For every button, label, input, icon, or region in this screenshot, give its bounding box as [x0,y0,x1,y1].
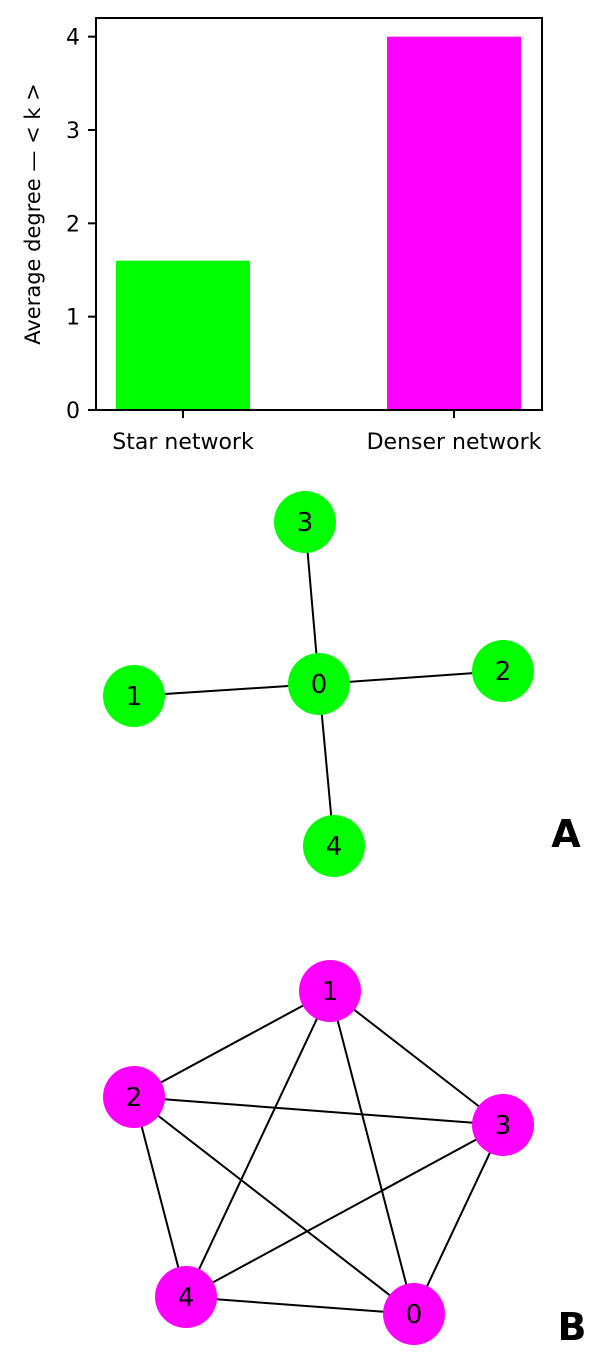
node-label: 4 [326,832,343,862]
node-label: 4 [178,1283,195,1313]
x-tick-label: Star network [112,430,254,455]
node-circle [303,815,365,877]
y-tick-label: 3 [66,119,80,144]
edge-0-1 [329,990,415,1315]
network-a-nodes: 0 1 2 3 4 [103,491,534,877]
node-circle [288,653,350,715]
edge-1-4 [185,990,331,1298]
node-circle [274,491,336,553]
edge-1-2 [133,990,331,1098]
bar-chart: 0 1 2 3 4 Star network Denser network Average… [21,17,543,455]
node-circle [103,1066,165,1128]
y-tick-label: 1 [66,306,80,331]
node-circle [472,640,534,702]
node-4: 4 [155,1266,217,1328]
node-label: 3 [297,508,314,538]
node-label: 1 [126,682,143,712]
plot-frame [95,17,543,411]
y-tick-label: 4 [66,26,80,51]
node-label: 2 [495,657,512,687]
edge-0-3 [413,1124,504,1315]
network-b: 0 1 2 3 4 B [103,960,586,1349]
network-b-nodes: 0 1 2 3 4 [103,960,534,1345]
y-tick-label: 0 [66,399,80,424]
node-1: 1 [103,665,165,727]
bar-denser [387,36,521,411]
panel-label-a: A [551,812,581,856]
node-0: 0 [383,1283,445,1345]
node-label: 0 [406,1300,423,1330]
node-2: 2 [103,1066,165,1128]
node-circle [155,1266,217,1328]
x-ticks-group: Star network Denser network [112,410,542,455]
bar-star [116,260,250,410]
node-circle [383,1283,445,1345]
y-axis-label: Average degree — < k > [21,83,45,345]
node-3: 3 [472,1094,534,1156]
node-3: 3 [274,491,336,553]
node-label: 1 [322,977,339,1007]
node-2: 2 [472,640,534,702]
y-tick-label: 2 [66,212,80,237]
node-label: 3 [495,1111,512,1141]
node-circle [472,1094,534,1156]
edge-2-3 [133,1096,504,1126]
edge-1-3 [329,990,504,1126]
node-1: 1 [299,960,361,1022]
y-ticks-group: 0 1 2 3 4 [66,26,96,424]
node-label: 2 [126,1083,143,1113]
bars-group [116,36,521,411]
panel-label-b: B [558,1305,587,1349]
edge-2-4 [133,1096,187,1298]
node-0: 0 [288,653,350,715]
node-label: 0 [311,670,328,700]
network-b-edges [133,990,504,1315]
node-4: 4 [303,815,365,877]
x-tick-label: Denser network [367,430,542,455]
edge-0-2 [133,1096,415,1315]
edge-0-4 [185,1296,415,1315]
node-circle [299,960,361,1022]
network-a: 0 1 2 3 4 A [103,491,581,877]
edge-3-4 [185,1124,504,1298]
node-circle [103,665,165,727]
